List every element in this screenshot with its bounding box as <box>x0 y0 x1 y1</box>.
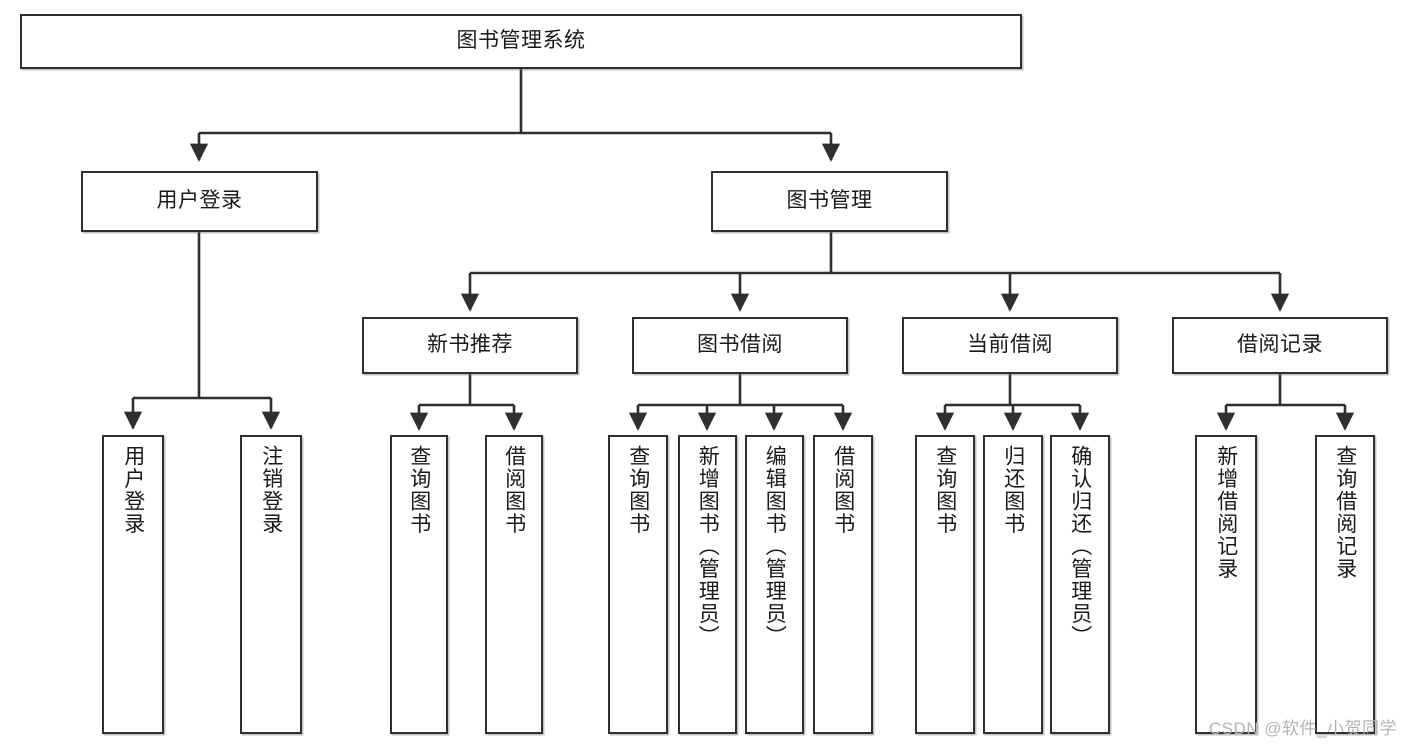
node-leaf-edit-book[interactable]: 编辑图书（管理员） <box>745 435 804 734</box>
node-leaf-add-record[interactable]: 新增借阅记录 <box>1195 435 1257 734</box>
node-label: 新书推荐 <box>427 333 513 357</box>
node-label: 图书借阅 <box>697 333 783 357</box>
node-leaf-confirm-return[interactable]: 确认归还（管理员） <box>1050 435 1110 734</box>
node-label: 新增借阅记录 <box>1214 445 1238 580</box>
watermark-text: CSDN @软件_小贺同学 <box>1208 719 1397 738</box>
node-label: 用户登录 <box>156 189 243 213</box>
node-label: 确认归还（管理员） <box>1068 445 1092 648</box>
node-label: 查询图书 <box>407 445 431 535</box>
node-label: 查询借阅记录 <box>1333 445 1357 580</box>
node-label: 当前借阅 <box>967 333 1053 357</box>
node-label: 借阅图书 <box>831 445 855 535</box>
node-leaf-return-book[interactable]: 归还图书 <box>983 435 1043 734</box>
node-label: 借阅记录 <box>1237 333 1323 357</box>
node-leaf-user-login[interactable]: 用户登录 <box>102 435 164 734</box>
node-borrow-record[interactable]: 借阅记录 <box>1172 317 1388 374</box>
node-label: 用户登录 <box>121 445 145 535</box>
node-leaf-add-book[interactable]: 新增图书（管理员） <box>678 435 737 734</box>
node-label: 归还图书 <box>1001 445 1025 535</box>
node-label: 图书管理 <box>786 189 873 213</box>
node-leaf-query-book-borrow[interactable]: 查询图书 <box>608 435 668 734</box>
node-leaf-borrow-book-rec[interactable]: 借阅图书 <box>485 435 543 734</box>
node-user-login[interactable]: 用户登录 <box>81 171 318 232</box>
node-leaf-logout[interactable]: 注销登录 <box>240 435 302 734</box>
node-leaf-query-book-current[interactable]: 查询图书 <box>915 435 975 734</box>
node-new-book-rec[interactable]: 新书推荐 <box>362 317 578 374</box>
node-leaf-query-book-rec[interactable]: 查询图书 <box>390 435 448 734</box>
node-root[interactable]: 图书管理系统 <box>20 14 1022 69</box>
node-label: 查询图书 <box>933 445 957 535</box>
node-label: 查询图书 <box>626 445 650 535</box>
node-leaf-borrow-book[interactable]: 借阅图书 <box>813 435 873 734</box>
node-book-manage[interactable]: 图书管理 <box>711 171 948 232</box>
node-book-borrow[interactable]: 图书借阅 <box>632 317 848 374</box>
node-label: 编辑图书（管理员） <box>763 445 787 648</box>
node-leaf-query-record[interactable]: 查询借阅记录 <box>1315 435 1375 734</box>
node-label: 注销登录 <box>259 445 283 535</box>
node-label: 借阅图书 <box>502 445 526 535</box>
node-label: 图书管理系统 <box>456 29 586 53</box>
node-current-borrow[interactable]: 当前借阅 <box>902 317 1118 374</box>
node-label: 新增图书（管理员） <box>696 445 720 648</box>
